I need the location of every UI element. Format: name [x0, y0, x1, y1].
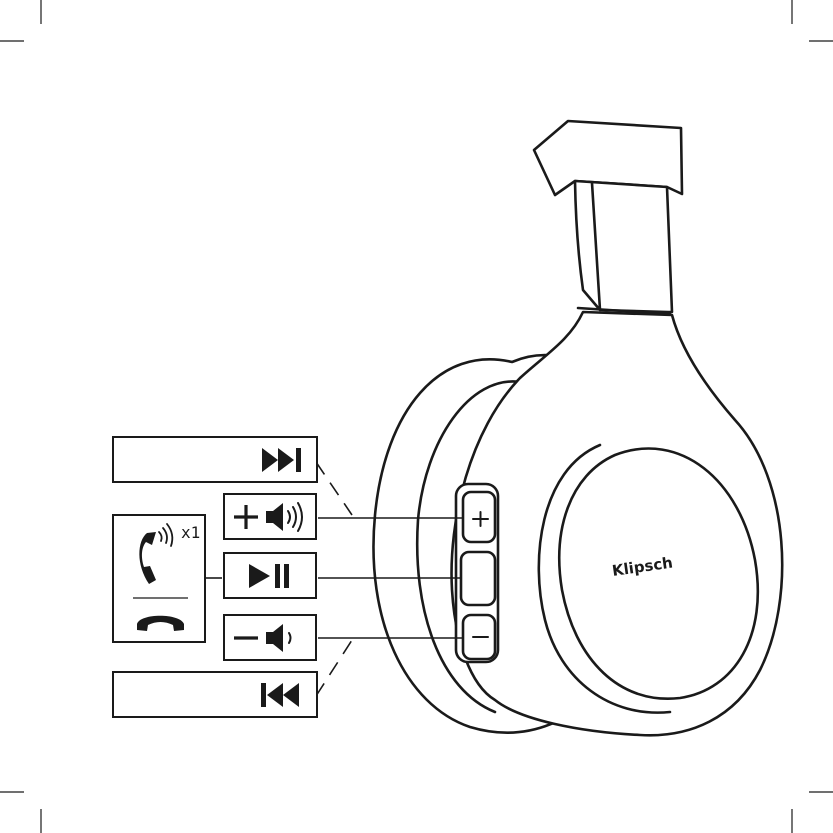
headband-arm: [575, 181, 672, 312]
call-multiplier: x1: [181, 523, 200, 542]
buttons: [461, 492, 495, 659]
play-pause-button[interactable]: [461, 552, 495, 605]
play-pause-label-box: [224, 553, 316, 598]
volume-up-button[interactable]: [463, 492, 495, 542]
headphone-illustration: [373, 121, 782, 735]
